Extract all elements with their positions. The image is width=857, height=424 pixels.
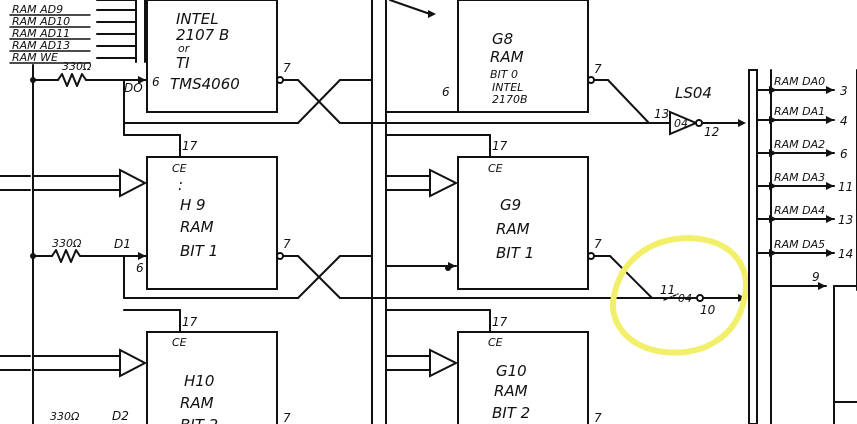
chip-g8	[457, 0, 589, 113]
inverter-u2: 11 04 10	[660, 283, 716, 317]
chip-h10-line-1: RAM	[180, 394, 214, 412]
chip-g10	[457, 331, 589, 424]
chip-h10-ce: CE	[172, 336, 187, 349]
chip-g9-line-1: RAM	[496, 220, 530, 238]
chip-g8-line-1: RAM	[490, 48, 524, 66]
output-label-4: RAM DA4	[774, 204, 825, 217]
bus-arrow-h9[interactable]	[119, 168, 148, 198]
arrow-head	[138, 76, 146, 84]
chip-h9-ce: CE	[172, 162, 187, 175]
chip-h8-pin-out: 7	[283, 61, 291, 75]
chip-h9-line-1: H 9	[180, 196, 206, 214]
chip-g10-pin-out: 7	[594, 411, 602, 424]
inverter-u2-pin-out: 10	[700, 303, 716, 317]
chip-g10-pin-ce: 17	[492, 315, 508, 329]
output-lines	[756, 86, 835, 257]
inverter-u1-pin-in: 13	[654, 107, 669, 121]
inverter-u2-label: 04	[678, 292, 692, 305]
addr-label-0: RAM AD9	[12, 3, 63, 16]
chip-g9-line-2: BIT 1	[496, 244, 534, 262]
resistor-signal-0: DO	[124, 81, 143, 95]
chip-h10-pin-ce: 17	[182, 315, 198, 329]
highlight-circle	[609, 234, 749, 356]
chip-g9-pin-ce: 17	[492, 139, 508, 153]
chip-g10-ce: CE	[488, 336, 503, 349]
inverter-u1-triangle	[669, 110, 699, 136]
output-pin-2: 6	[840, 147, 848, 161]
aux-pin: 9	[812, 270, 820, 284]
chip-g8-line-0: G8	[492, 30, 513, 48]
chip-h10-line-2: BIT 2	[180, 416, 218, 424]
chip-h8-pin-in: 6	[152, 75, 160, 89]
chip-h9-pin-ce: 17	[182, 139, 198, 153]
chip-h9-line-0: :	[178, 176, 183, 194]
address-labels: RAM AD9 RAM AD10 RAM AD11 RAM AD13 RAM W…	[12, 0, 165, 64]
chip-g10-line-0: G10	[496, 362, 527, 380]
chip-g10-line-1: RAM	[494, 382, 528, 400]
bus-arrow-g9[interactable]	[429, 168, 459, 198]
output-pin-4: 13	[838, 213, 853, 227]
chip-g8-pin-out: 7	[594, 62, 602, 76]
chip-h8	[146, 0, 278, 113]
resistor-value-1: 330Ω	[52, 237, 82, 250]
output-pin-0: 3	[840, 84, 848, 98]
chip-h9	[146, 156, 278, 290]
chip-g10-line-2: BIT 2	[492, 404, 530, 422]
chip-h9-line-3: BIT 1	[180, 242, 218, 260]
addr-label-2: RAM AD11	[12, 27, 70, 40]
bus-arrow-g10[interactable]	[429, 348, 459, 378]
chip-h8-line-3: TI	[176, 54, 190, 72]
output-pin-1: 4	[840, 114, 848, 128]
resistor-0	[57, 73, 87, 87]
chip-g9-line-0: G9	[500, 196, 521, 214]
resistor-value-2: 330Ω	[50, 410, 80, 423]
chip-h9-pin-out: 7	[283, 237, 291, 251]
chip-g8-line-4: 2170B	[492, 93, 528, 106]
chip-g9	[457, 156, 589, 290]
resistor-signal-1: D1	[114, 237, 131, 251]
chip-h9-pin-in: 6	[136, 261, 144, 275]
chip-h8-line-1: 2107 B	[176, 26, 229, 44]
chip-g8-line-3: INTEL	[492, 81, 523, 94]
chip-h8-line-2: or	[178, 42, 191, 55]
output-label-5: RAM DA5	[774, 238, 825, 251]
chip-g9-ce: CE	[488, 162, 503, 175]
chip-g8-pin-in: 6	[442, 85, 450, 99]
resistor-signal-2: D2	[112, 409, 129, 423]
inverter-u2-pin-in: 11	[660, 283, 675, 297]
inverter-u1-label: 04	[674, 117, 688, 130]
inverter-u1-pin-out: 12	[704, 125, 719, 139]
inverter-u1-part: LS04	[675, 84, 712, 102]
address-bus	[9, 0, 146, 64]
bus-arrow-h10[interactable]	[119, 348, 148, 378]
chip-h10-pin-out: 7	[283, 411, 291, 424]
output-pin-5: 14	[838, 247, 853, 261]
chip-h8-line-0: INTEL	[176, 10, 219, 28]
output-bus-rail	[748, 69, 758, 424]
addr-label-4: RAM WE	[12, 51, 58, 64]
chip-g9-pin-out: 7	[594, 237, 602, 251]
chip-h10	[146, 331, 278, 424]
chip-h8-line-4: TMS4060	[170, 75, 240, 93]
addr-label-3: RAM AD13	[12, 39, 70, 52]
output-label-2: RAM DA2	[774, 138, 825, 151]
output-label-3: RAM DA3	[774, 171, 825, 184]
output-label-1: RAM DA1	[774, 105, 825, 118]
addr-label-1: RAM AD10	[12, 15, 70, 28]
output-pin-3: 11	[838, 180, 853, 194]
inverter-u1: LS04 13 04 12	[654, 84, 719, 139]
output-label-0: RAM DA0	[774, 75, 825, 88]
chip-g8-line-2: BIT 0	[490, 68, 518, 81]
resistor-value-0: 330Ω	[62, 60, 92, 73]
chip-h9-line-2: RAM	[180, 218, 214, 236]
chip-h10-line-0: H10	[184, 372, 214, 390]
